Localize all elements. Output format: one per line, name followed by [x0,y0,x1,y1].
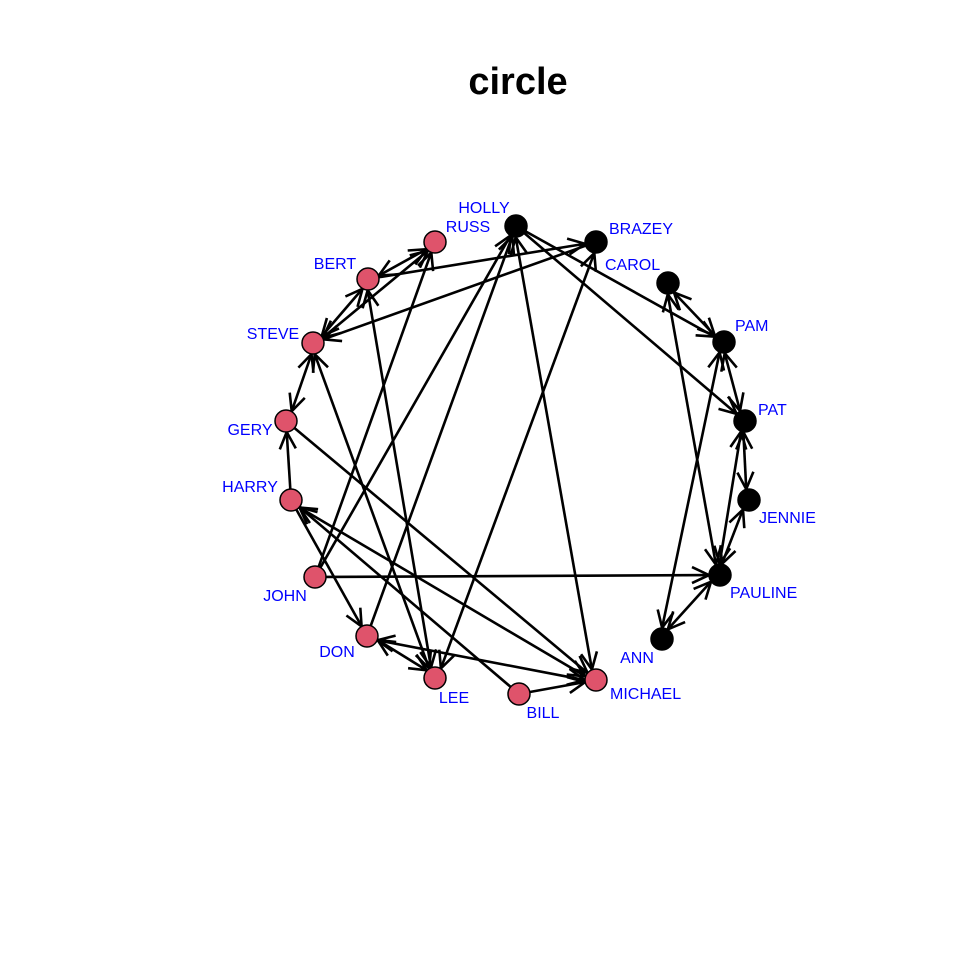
edge-line [723,352,742,412]
edge-harry-gery [278,428,297,490]
edge-line [720,508,745,565]
edge-line [325,573,710,579]
edge-line [295,508,363,628]
node-label-bill: BILL [527,705,560,722]
node-michael [584,668,608,692]
edge-lee-brazey [438,250,598,672]
edge-line [378,242,586,279]
node-label-don: DON [319,644,355,661]
edge-line [366,289,433,668]
node-don [355,624,379,648]
node-label-ann: ANN [620,650,654,667]
edge-line [378,248,428,277]
edge-line [376,638,428,672]
edge-line [322,249,429,339]
edge-gery-michael [293,427,590,675]
edge-line [377,638,586,682]
node-label-pam: PAM [735,318,768,335]
node-label-gery: GERY [227,422,272,439]
node-label-john: JOHN [263,588,307,605]
edge-line [293,427,589,674]
node-label-carol: CAROL [605,257,660,274]
node-carol [656,271,680,295]
node-label-lee: LEE [439,690,469,707]
edge-line [298,506,512,688]
edge-line [660,352,721,629]
edge-line [524,230,716,338]
edge-carol-pam [671,290,717,338]
node-label-holly: HOLLY [458,200,510,217]
edge-line [439,252,596,669]
edge-line [718,431,743,564]
edge-holly-pam [524,230,718,339]
node-label-bert: BERT [314,256,357,273]
node-gery [274,409,298,433]
node-holly [504,214,528,238]
node-label-jennie: JENNIE [759,510,816,527]
edge-line [666,580,712,631]
node-label-brazey: BRAZEY [609,221,673,238]
edges-layer [278,230,755,694]
node-label-russ: RUSS [446,219,490,236]
graph-title: circle [468,61,567,103]
node-bill [507,682,531,706]
node-label-pat: PAT [758,402,787,419]
edge-gery-steve [288,351,315,415]
node-label-michael: MICHAEL [610,686,681,703]
node-brazey [584,230,608,254]
edge-line [319,234,512,569]
node-pam [712,330,736,354]
node-pauline [708,563,732,587]
node-jennie [737,488,761,512]
node-steve [301,331,325,355]
edge-line [673,291,716,337]
edge-john-pauline [325,565,713,585]
node-russ [423,230,447,254]
edge-harry-don [295,508,364,630]
edge-line [313,353,431,669]
labels-layer: HOLLY BRAZEY CAROL PAM PAT JENNIE PAULINE ANN MI… [222,200,816,722]
edge-line [369,235,514,627]
node-label-harry: HARRY [222,479,278,496]
edge-line [523,232,738,415]
nodes-layer [274,214,761,706]
edge-line [514,236,594,670]
node-bert [356,267,380,291]
node-john [303,565,327,589]
node-pat [733,409,757,433]
node-label-steve: STEVE [247,326,299,343]
edge-line [322,244,587,341]
edge-line [317,251,433,568]
node-harry [279,488,303,512]
node-lee [423,666,447,690]
node-ann [650,627,674,651]
edge-holly-michael [509,234,599,673]
edge-john-holly [319,232,513,569]
edge-pauline-ann [665,579,714,632]
edge-line [666,293,718,565]
edge-line [290,353,313,412]
node-label-pauline: PAULINE [730,585,797,602]
edge-brazey-steve [320,244,587,343]
edge-line [298,506,587,678]
edge-line [285,431,292,490]
